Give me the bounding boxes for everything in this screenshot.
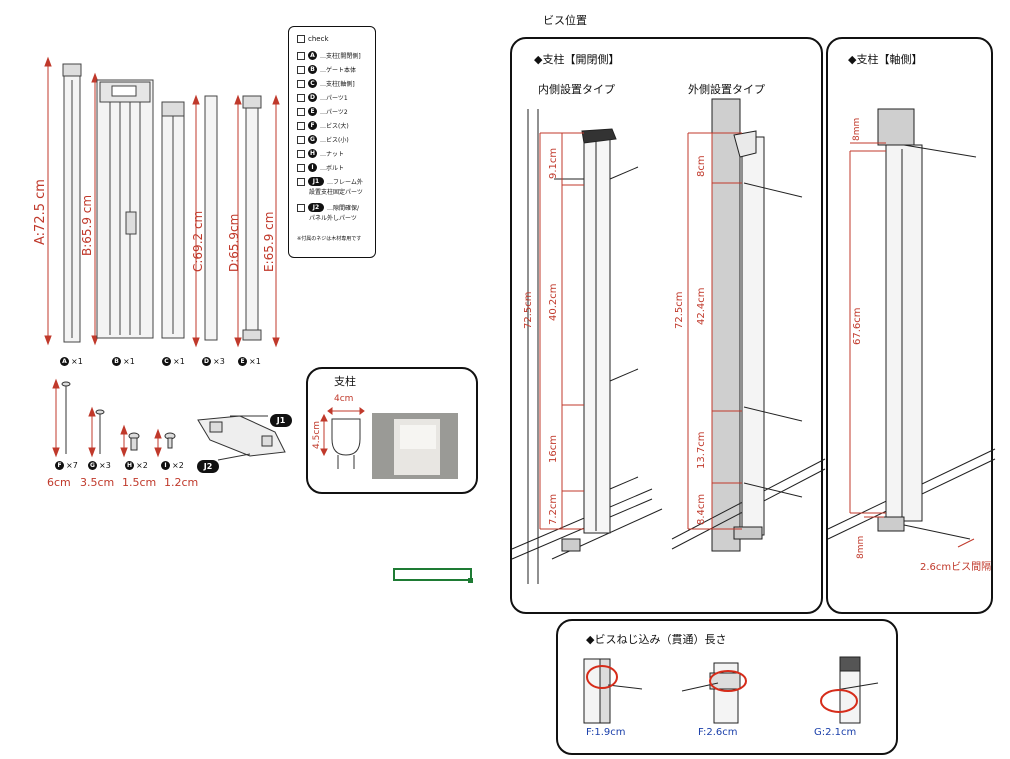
screw-f-count: F×7: [55, 461, 78, 470]
checkbox-icon: [297, 203, 305, 212]
axis-bottom-label: 8mm: [856, 535, 866, 559]
axis-side-drawing: [827, 108, 996, 548]
part-b-count: B×1: [112, 357, 135, 366]
checkbox-icon: [297, 177, 305, 186]
checkbox-icon: [297, 79, 305, 88]
depth-item-1: F:1.9cm: [586, 727, 626, 738]
part-a-dimension: A:72.5 cm: [33, 179, 48, 245]
checklist-item-a[interactable]: A…支柱[開閉側]: [297, 51, 361, 60]
screw-i-count: I×2: [161, 461, 184, 470]
checkbox-icon: [297, 93, 305, 102]
screw-f-size: 6cm: [47, 476, 71, 489]
checklist-card: check A…支柱[開閉側] B…ゲート本体 C…支柱[軸側] D…パーツ1 …: [288, 26, 376, 258]
part-d-count: D×3: [202, 357, 225, 366]
part-a-count: A×1: [60, 357, 83, 366]
checklist-item-b[interactable]: B…ゲート本体: [297, 65, 356, 74]
part-c-count: C×1: [162, 357, 185, 366]
screws-drawing: [52, 378, 286, 461]
screws-overview: F×7 G×3 H×2 I×2 6cm 3.5cm 1.5cm 1.2cm J1…: [0, 370, 310, 500]
j1-badge: J1: [270, 414, 292, 427]
inner-seg3-label: 16cm: [548, 435, 559, 463]
screw-g-count: G×3: [88, 461, 111, 470]
axis-top-label: 8mm: [852, 117, 862, 141]
checklist-item-j2-sub: パネル外しパーツ: [309, 215, 357, 222]
checklist-item-f[interactable]: F…ビス(大): [297, 121, 349, 130]
screw-h-count: H×2: [125, 461, 148, 470]
checkbox-icon: [297, 51, 305, 60]
checklist-item-d[interactable]: D…パーツ1: [297, 93, 348, 102]
part-b-dimension: B:65.9 cm: [80, 194, 94, 256]
checklist-item-j1-sub: 設置支柱固定パーツ: [309, 189, 363, 196]
fill-handle[interactable]: [468, 578, 473, 583]
checklist-item-e[interactable]: E…パーツ2: [297, 107, 348, 116]
post-detail-drawing: [320, 407, 458, 479]
inner-type-title: 内側設置タイプ: [538, 83, 615, 96]
part-e-dimension: E:65.9 cm: [262, 211, 276, 272]
screw-i-size: 1.2cm: [164, 476, 199, 489]
selected-cell[interactable]: [393, 568, 472, 581]
checkbox-icon: [297, 149, 305, 158]
checkbox-icon: [297, 107, 305, 116]
inner-seg1-label: 9.1cm: [548, 147, 559, 179]
outer-seg2-label: 42.4cm: [696, 287, 707, 325]
outer-type-title: 外側設置タイプ: [688, 83, 765, 96]
checklist-footnote: ※付属のネジは木材専用です: [297, 236, 362, 242]
open-side-panel: ◆支柱【開閉側】 内側設置タイプ 外側設置タイプ: [510, 37, 826, 614]
axis-side-title: ◆支柱【軸側】: [848, 53, 923, 66]
inner-seg4-label: 7.2cm: [548, 493, 559, 525]
checkbox-icon: [297, 121, 305, 130]
checklist-item-h[interactable]: H…ナット: [297, 149, 344, 158]
outer-total-label: 72.5cm: [674, 291, 685, 329]
depth-title: ◆ビスねじ込み（貫通）長さ: [586, 633, 727, 646]
part-d-dimension: D:65.9cm: [227, 213, 241, 272]
check-icon: [297, 35, 305, 43]
depth-item-2: F:2.6cm: [698, 727, 738, 738]
screw-g-size: 3.5cm: [80, 476, 115, 489]
parts-overview: A:72.5 cm B:65.9 cm C:69.2 cm D:65.9cm E…: [0, 0, 300, 500]
screw-h-size: 1.5cm: [122, 476, 157, 489]
checklist-item-g[interactable]: G…ビス(小): [297, 135, 349, 144]
inner-seg2-label: 40.2cm: [548, 283, 559, 321]
checkbox-icon: [297, 135, 305, 144]
outer-seg1-label: 8cm: [696, 155, 707, 177]
inner-total-label: 72.5cm: [523, 291, 534, 329]
depth-panel: ◆ビスねじ込み（貫通）長さ F:1.9cm F:2.6cm G:2.1cm: [556, 619, 898, 755]
checklist-title: check: [308, 35, 329, 43]
part-e-count: E×1: [238, 357, 261, 366]
post-detail-card: 支柱 4cm 4.5cm: [306, 367, 478, 494]
post-height-label: 4.5cm: [312, 420, 322, 449]
checkbox-icon: [297, 163, 305, 172]
checklist-item-c[interactable]: C…支柱[軸側]: [297, 79, 355, 88]
open-side-title: ◆支柱【開閉側】: [534, 53, 620, 66]
axis-side-panel: ◆支柱【軸側】 8mm 67.6cm 8mm 2.6cmビス間隔: [826, 37, 996, 614]
page-heading: ビス位置: [543, 14, 587, 27]
outer-seg3-label: 13.7cm: [696, 431, 707, 469]
outer-seg4-label: 8.4cm: [696, 493, 707, 525]
depth-drawing: [583, 656, 879, 724]
open-side-drawing: [511, 98, 826, 584]
j2-badge: J2: [197, 460, 219, 473]
post-detail-title: 支柱: [334, 375, 356, 388]
part-c-dimension: C:69.2 cm: [191, 210, 205, 272]
axis-mid-label: 67.6cm: [852, 307, 863, 345]
checklist-item-j1[interactable]: J1…フレーム外: [297, 177, 363, 186]
checklist-item-i[interactable]: I…ボルト: [297, 163, 344, 172]
checklist-item-j2[interactable]: J2…隙間確保/: [297, 203, 359, 212]
axis-spacing-label: 2.6cmビス間隔: [920, 562, 992, 573]
checkbox-icon: [297, 65, 305, 74]
post-width-label: 4cm: [334, 394, 354, 404]
parts-drawing: [44, 56, 280, 348]
depth-item-3: G:2.1cm: [814, 727, 857, 738]
